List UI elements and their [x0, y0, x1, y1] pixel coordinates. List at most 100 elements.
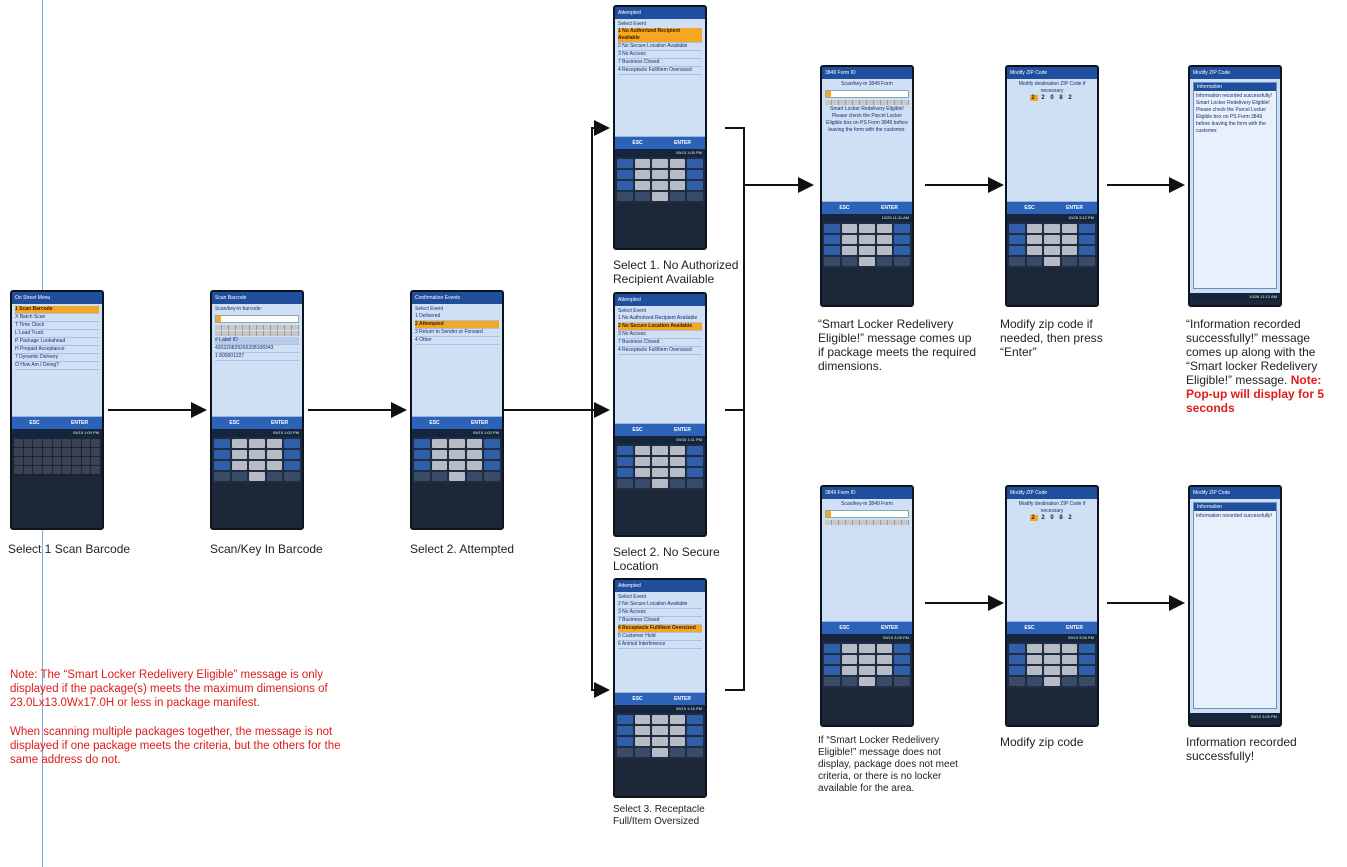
event-receptacle-full[interactable]: 4 Receptacle Full/Item Oversized: [618, 347, 702, 355]
esc-button[interactable]: ESC: [29, 420, 40, 426]
select-event-heading: Select Event: [415, 306, 444, 312]
numeric-keypad[interactable]: [822, 642, 912, 688]
esc-button[interactable]: ESC: [229, 420, 240, 426]
enter-button[interactable]: ENTER: [271, 420, 288, 426]
event-no-access[interactable]: 3 No Access: [618, 609, 702, 617]
device-on-street-menu: On Street Menu 1 Scan Barcode X Batch Sc…: [10, 290, 104, 530]
barcode-input[interactable]: [215, 315, 299, 323]
menu-item-scan-barcode[interactable]: 1 Scan Barcode: [15, 306, 99, 314]
event-no-authorized-recipient[interactable]: 1 No Authorized Recipient Available: [618, 28, 702, 43]
status-bar-time: 10/25 11:11 AM: [822, 214, 912, 222]
event-delivered[interactable]: 1 Delivered: [415, 313, 499, 321]
label-row[interactable]: 1 800001227: [215, 353, 299, 361]
select-event-heading: Select Event: [618, 594, 647, 600]
device-modify-zip-top: Modify ZIP Code Modify destination ZIP C…: [1005, 65, 1099, 307]
form-id-input[interactable]: [825, 90, 909, 98]
esc-button[interactable]: ESC: [632, 140, 643, 146]
device-title: Attempted: [615, 580, 705, 592]
menu-item-load-truck[interactable]: L Load Truck: [15, 330, 99, 338]
menu-item-package-lookahead[interactable]: P Package Lookahead: [15, 338, 99, 346]
popup-title: Information: [1194, 83, 1276, 91]
form-id-input[interactable]: [825, 510, 909, 518]
select-event-heading: Select Event: [618, 308, 647, 314]
device-title: Modify ZIP Code: [1007, 67, 1097, 79]
esc-button[interactable]: ESC: [632, 427, 643, 433]
enter-button[interactable]: ENTER: [674, 696, 691, 702]
qwerty-keyboard[interactable]: [12, 437, 102, 476]
status-bar-time: 09/15 3:05 PM: [822, 634, 912, 642]
device-information-popup-bottom: Modify ZIP Code Information Information …: [1188, 485, 1282, 727]
numeric-keypad[interactable]: [615, 713, 705, 759]
status-bar-time: 10/25 3:12 PM: [1007, 214, 1097, 222]
device-title: 3849 Form ID: [822, 67, 912, 79]
label-row[interactable]: 420220829266208108343: [215, 345, 299, 353]
device-title: Scan Barcode: [212, 292, 302, 304]
caption-select-attempted: Select 2. Attempted: [410, 542, 515, 556]
menu-item-dynamic-delivery[interactable]: 7 Dynamic Delivery: [15, 354, 99, 362]
caption-smart-locker-eligible: “Smart Locker Redelivery Eligible!” mess…: [818, 317, 977, 373]
event-animal-interference[interactable]: 6 Animal Interference: [618, 641, 702, 649]
caption-scan-key-in: Scan/Key In Barcode: [210, 542, 323, 556]
menu-item-time-clock[interactable]: T Time Clock: [15, 322, 99, 330]
device-title: Attempted: [615, 7, 705, 19]
numeric-keypad[interactable]: [412, 437, 502, 483]
menu-item-prepaid-acceptance[interactable]: H Prepaid Acceptance: [15, 346, 99, 354]
note-multiple-packages: When scanning multiple packages together…: [10, 726, 341, 766]
event-no-secure-location[interactable]: 2 No Secure Location Available: [618, 323, 702, 331]
event-no-authorized-recipient[interactable]: 1 No Authorized Recipient Available: [618, 315, 702, 323]
caption-receptacle-full: Select 3. Receptacle Full/Item Oversized: [613, 804, 705, 827]
esc-button[interactable]: ESC: [839, 205, 850, 211]
menu-item-batch-scan[interactable]: X Batch Scan: [15, 314, 99, 322]
numeric-keypad[interactable]: [615, 444, 705, 490]
event-no-access[interactable]: 3 No Access: [618, 51, 702, 59]
event-other[interactable]: 4 Other: [415, 337, 499, 345]
status-bar-time: 09/15 1:16 PM: [615, 705, 705, 713]
enter-button[interactable]: ENTER: [881, 625, 898, 631]
numeric-keypad[interactable]: [1007, 222, 1097, 268]
esc-button[interactable]: ESC: [1024, 625, 1035, 631]
popup-message: Information recorded successfully!: [1196, 513, 1272, 519]
caption-modify-zip-enter: Modify zip code if needed, then press “E…: [1000, 317, 1103, 359]
enter-button[interactable]: ENTER: [674, 140, 691, 146]
event-business-closed[interactable]: 7 Business Closed: [618, 339, 702, 347]
esc-button[interactable]: ESC: [429, 420, 440, 426]
status-bar-time: 09/15 3:06 PM: [1007, 634, 1097, 642]
esc-button[interactable]: ESC: [632, 696, 643, 702]
event-receptacle-full[interactable]: 4 Receptacle Full/Item Oversized: [618, 67, 702, 75]
enter-button[interactable]: ENTER: [674, 427, 691, 433]
caption-modify-zip: Modify zip code: [1000, 735, 1084, 749]
event-no-secure-location[interactable]: 2 No Secure Location Available: [618, 43, 702, 51]
enter-button[interactable]: ENTER: [71, 420, 88, 426]
enter-button[interactable]: ENTER: [471, 420, 488, 426]
zip-input[interactable]: 2 2 0 8 2: [1030, 515, 1074, 521]
caption-information-recorded-top: “Information recorded successfully!” mes…: [1186, 317, 1325, 415]
event-attempted[interactable]: 2 Attempted: [415, 321, 499, 329]
enter-button[interactable]: ENTER: [1066, 205, 1083, 211]
esc-button[interactable]: ESC: [839, 625, 850, 631]
form-prompt: Scan/key-in 3849 Form: [841, 501, 893, 507]
enter-button[interactable]: ENTER: [881, 205, 898, 211]
event-business-closed[interactable]: 7 Business Closed: [618, 617, 702, 625]
device-attempted-no-secure-location: Attempted Select Event 1 No Authorized R…: [613, 292, 707, 537]
numeric-keypad[interactable]: [615, 157, 705, 203]
enter-button[interactable]: ENTER: [1066, 625, 1083, 631]
status-bar-time: 09/15 1:11 PM: [615, 436, 705, 444]
event-business-closed[interactable]: 7 Business Closed: [618, 59, 702, 67]
caption-information-recorded-bottom: Information recorded successfully!: [1186, 735, 1297, 763]
numeric-keypad[interactable]: [212, 437, 302, 483]
zip-input[interactable]: 2 2 0 8 2: [1030, 95, 1074, 101]
event-receptacle-full[interactable]: 4 Receptacle Full/Item Oversized: [618, 625, 702, 633]
device-attempted-receptacle-full: Attempted Select Event 2 No Secure Locat…: [613, 578, 707, 798]
event-return-to-sender[interactable]: 3 Return to Sender or Forward: [415, 329, 499, 337]
esc-button[interactable]: ESC: [1024, 205, 1035, 211]
arrow-branch-bottom: [591, 410, 610, 698]
event-no-secure-location[interactable]: 2 No Secure Location Available: [618, 601, 702, 609]
caption-select-scan-barcode: Select 1 Scan Barcode: [8, 542, 131, 556]
event-no-access[interactable]: 3 No Access: [618, 331, 702, 339]
event-customer-hold[interactable]: 5 Customer Hold: [618, 633, 702, 641]
device-title: Confirmation Events: [412, 292, 502, 304]
device-title: Modify ZIP Code: [1190, 487, 1280, 499]
menu-item-how-am-i-doing[interactable]: O How Am I Doing?: [15, 362, 99, 370]
numeric-keypad[interactable]: [822, 222, 912, 268]
numeric-keypad[interactable]: [1007, 642, 1097, 688]
